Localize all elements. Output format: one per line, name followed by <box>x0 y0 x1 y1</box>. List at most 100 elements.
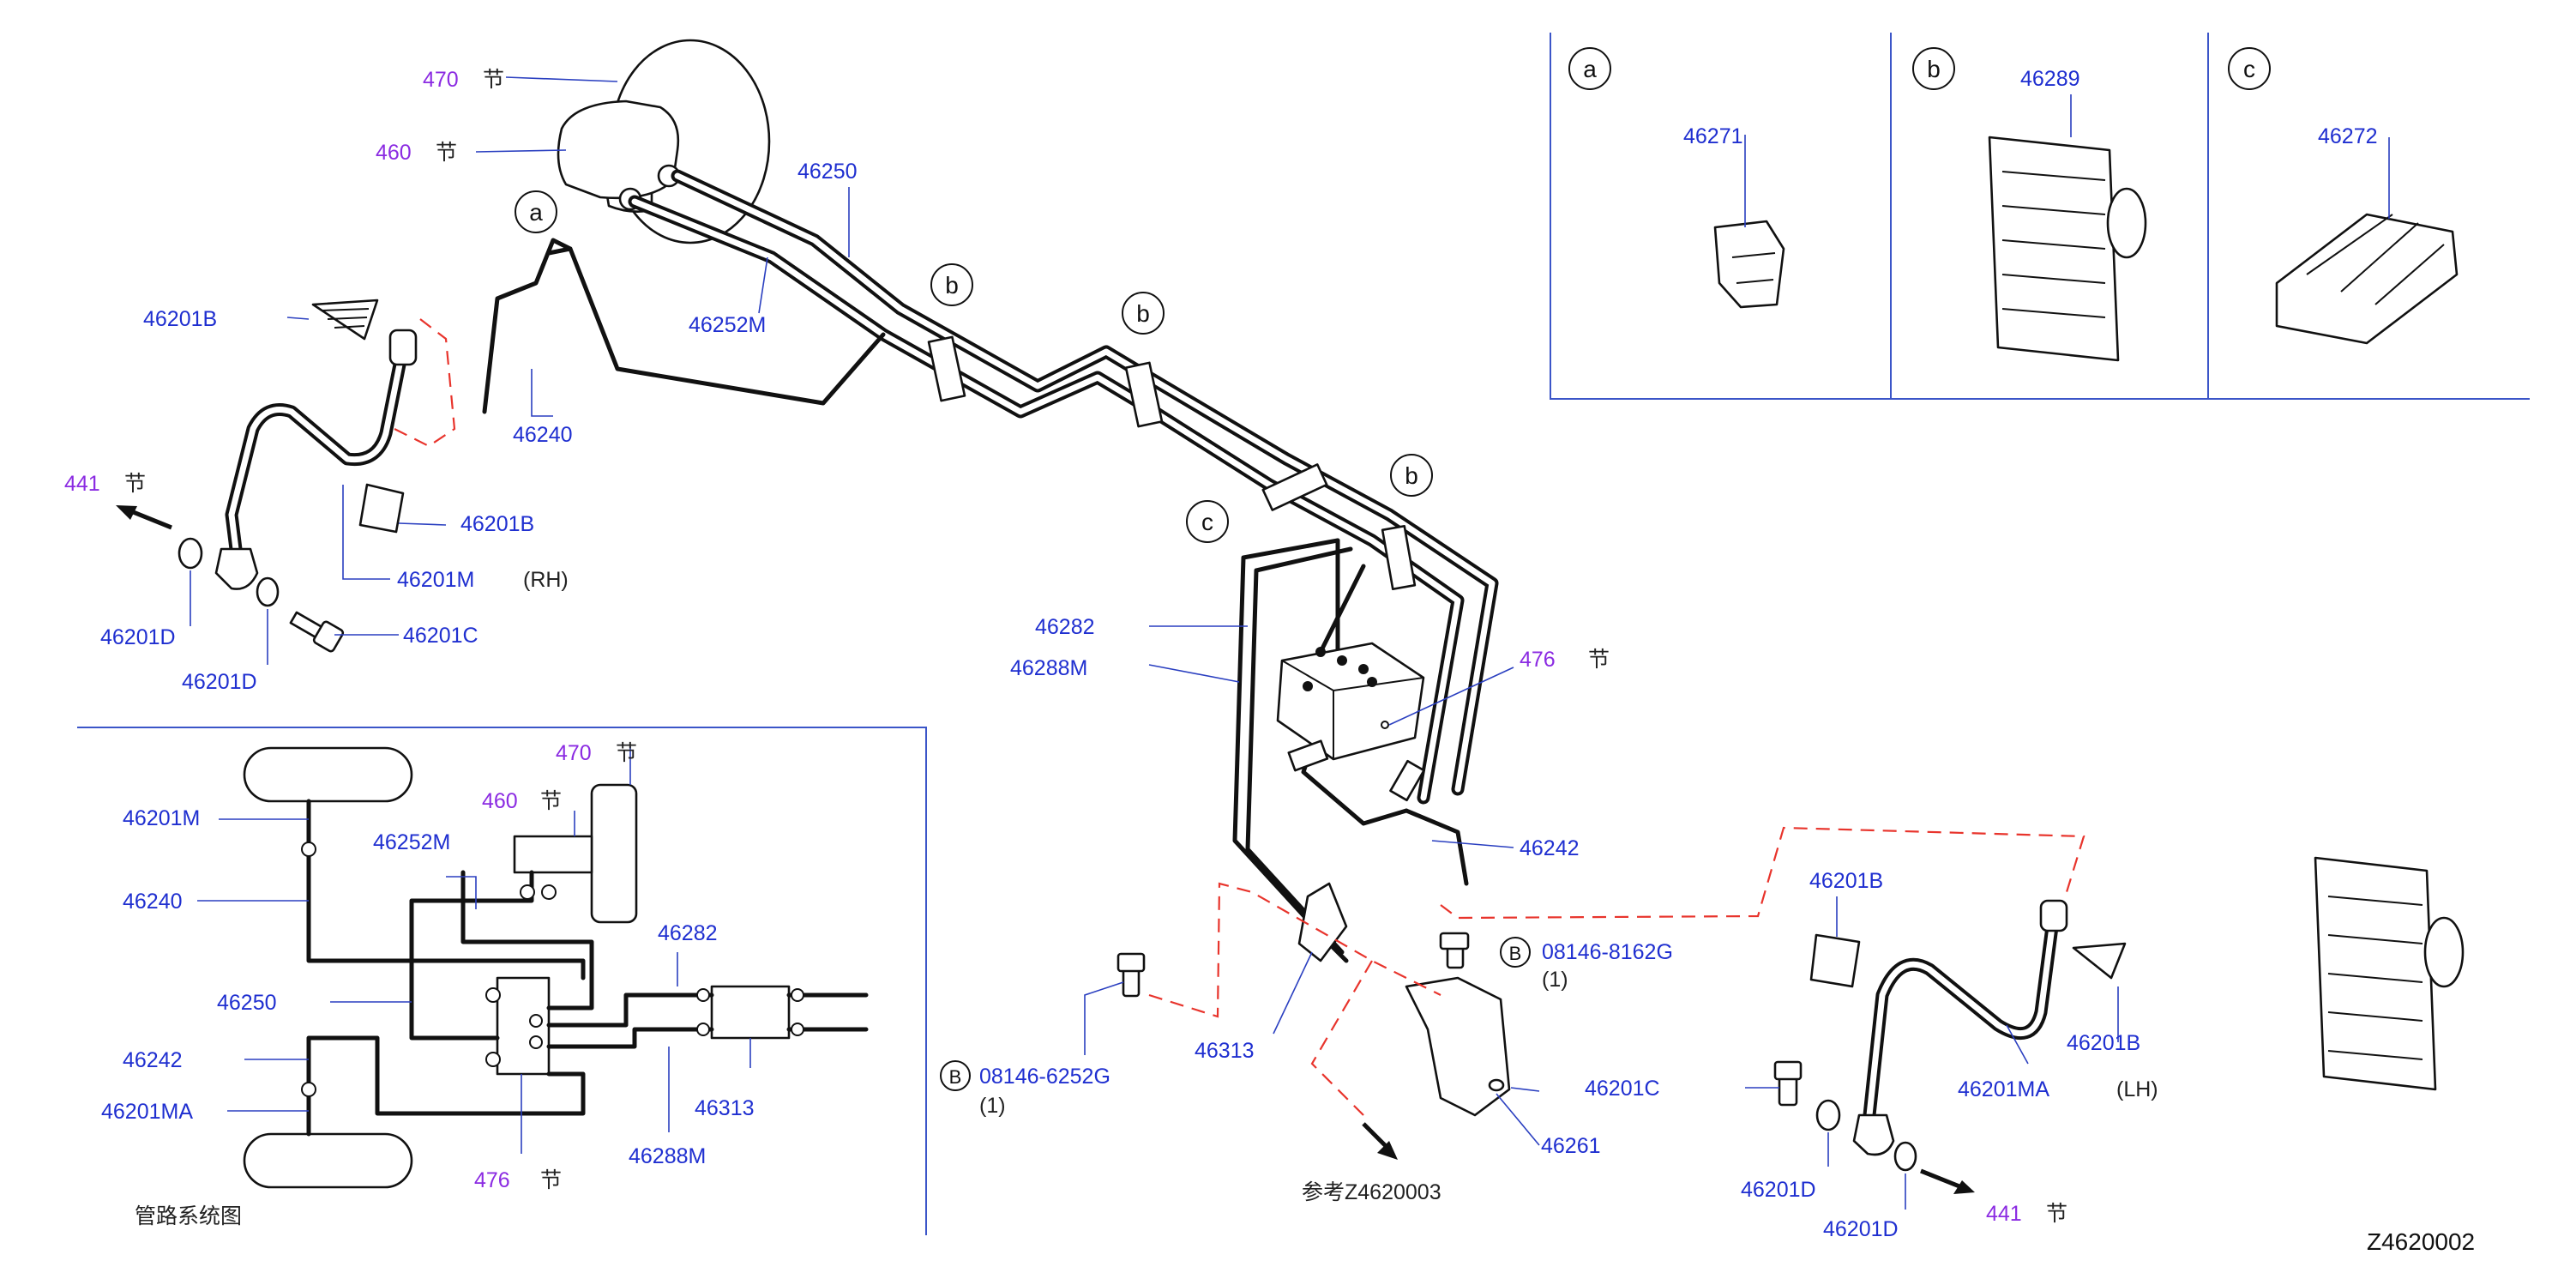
bolt-icon <box>289 611 345 653</box>
section-suffix: 节 <box>483 68 504 92</box>
part-label-46201MA: 46201MA <box>1958 1077 2049 1101</box>
schematic-label-46313: 46313 <box>695 1096 755 1120</box>
section-suffix: 节 <box>124 472 146 496</box>
master-cylinder <box>557 100 680 200</box>
part-label-46313: 46313 <box>1195 1039 1255 1063</box>
leader-lines <box>190 76 2390 1210</box>
schematic-label-46242: 46242 <box>123 1048 183 1072</box>
part-label-46252M: 46252M <box>689 313 766 337</box>
schematic-label-46252M: 46252M <box>373 830 450 854</box>
part-labels: 470 节 460 节 46250 46252M 46201B 46240 44… <box>64 67 2475 1255</box>
part-label-46201D: 46201D <box>1741 1178 1816 1202</box>
dashed-outline <box>1440 826 2085 920</box>
callout-b: b <box>1405 462 1418 489</box>
callout-b: b <box>945 272 959 299</box>
clip-icon <box>2275 213 2459 345</box>
section-suffix: 节 <box>616 741 637 765</box>
part-label-46201C: 46201C <box>403 624 478 648</box>
clip-icon <box>1809 933 1861 988</box>
clip-icon <box>311 299 379 341</box>
booster-schematic <box>590 783 638 924</box>
section-ref-441: 441 <box>64 472 100 496</box>
abs-actuator-body <box>1276 642 1425 761</box>
clip-icon <box>1713 220 1785 309</box>
part-label-46282: 46282 <box>1035 615 1095 639</box>
bolt-callout-b: B <box>949 1066 962 1088</box>
bolt-icon <box>1439 932 1470 969</box>
section-suffix: 节 <box>1588 648 1610 672</box>
clip-icon <box>1124 361 1164 428</box>
section-ref-470: 470 <box>423 68 459 92</box>
section-suffix: 节 <box>540 789 562 813</box>
pipe-clips <box>927 335 1425 802</box>
part-label-46261: 46261 <box>1541 1134 1601 1158</box>
clip-icon <box>2314 856 2465 1091</box>
part-label-46201B: 46201B <box>1809 869 1883 893</box>
brake-pipes <box>482 169 1499 963</box>
schematic-labels: 470 节 460 节 46201M 46252M 46240 46282 46… <box>101 741 755 1228</box>
clip-icon <box>1287 739 1329 772</box>
pipe-46282 <box>1232 538 1349 963</box>
washer-icon <box>1893 1141 1917 1172</box>
part-label-46201C: 46201C <box>1585 1077 1660 1101</box>
clip-icon <box>2072 942 2127 980</box>
washer-icon <box>178 537 203 570</box>
clip-icon <box>1261 463 1328 511</box>
reference-note: 参考Z4620003 <box>1302 1180 1441 1204</box>
pipe-46288M <box>1245 546 1353 955</box>
section-suffix: 节 <box>436 141 457 165</box>
abs-actuator <box>1276 642 1425 761</box>
washer-icon <box>1815 1099 1841 1131</box>
section-suffix: 节 <box>2046 1202 2067 1226</box>
schematic-label-46240: 46240 <box>123 890 183 914</box>
panel-callout-c: c <box>2243 56 2255 82</box>
part-label-46240: 46240 <box>513 423 573 447</box>
hose-lh-assembly <box>1440 826 2127 1194</box>
abs-schematic <box>496 976 551 1076</box>
schematic-label-46201MA: 46201MA <box>101 1100 193 1124</box>
dashed-outline <box>394 318 456 448</box>
dashed-outline <box>1148 882 1441 1116</box>
clip-icon <box>927 335 966 402</box>
schematic-label-46201M: 46201M <box>123 806 200 830</box>
bracket-46313 <box>1297 882 1348 962</box>
part-label-46201D: 46201D <box>100 625 176 649</box>
section-ref-460: 460 <box>376 141 412 165</box>
callout-c: c <box>1201 509 1213 535</box>
clip-icon <box>1389 759 1425 802</box>
part-label-46201D: 46201D <box>1823 1217 1899 1241</box>
wheel-front <box>243 746 413 803</box>
qty-label: (1) <box>1542 968 1568 992</box>
callout-circles: a b b b c B B a b c <box>515 47 2271 1091</box>
master-cyl-schematic <box>513 835 593 874</box>
callout-a: a <box>529 199 543 226</box>
part-label-08146-6252G: 08146-6252G <box>979 1065 1110 1089</box>
bracket-46261 <box>1405 976 1511 1117</box>
qty-label: (1) <box>979 1094 1006 1118</box>
section-ref-470: 470 <box>556 741 592 765</box>
arrow-icon <box>1920 1168 1965 1191</box>
part-label-46242: 46242 <box>1520 836 1580 860</box>
wheel-rear <box>243 1132 413 1189</box>
pipe-46242 <box>1404 808 1469 886</box>
section-ref-476: 476 <box>474 1168 510 1192</box>
section-ref-460: 460 <box>482 789 518 813</box>
callout-b: b <box>1136 300 1150 327</box>
bracket-group <box>1116 882 1511 1160</box>
detail-panels <box>1550 33 2530 1091</box>
part-label-46201B: 46201B <box>460 512 534 536</box>
schematic-label-46282: 46282 <box>658 921 718 945</box>
pipe-46240 <box>546 246 886 406</box>
section-suffix: 节 <box>540 1168 562 1192</box>
clip-icon <box>358 483 405 534</box>
section-ref-441: 441 <box>1986 1202 2022 1226</box>
junction-schematic <box>710 985 791 1040</box>
part-label-46271: 46271 <box>1683 124 1743 148</box>
part-label-46201M: 46201M <box>397 568 474 592</box>
panel-callout-b: b <box>1927 56 1941 82</box>
arrow-icon <box>126 507 172 530</box>
schematic-label-46288M: 46288M <box>629 1144 706 1168</box>
part-label-46289: 46289 <box>2020 67 2080 91</box>
schematic-title: 管路系统图 <box>135 1204 242 1228</box>
